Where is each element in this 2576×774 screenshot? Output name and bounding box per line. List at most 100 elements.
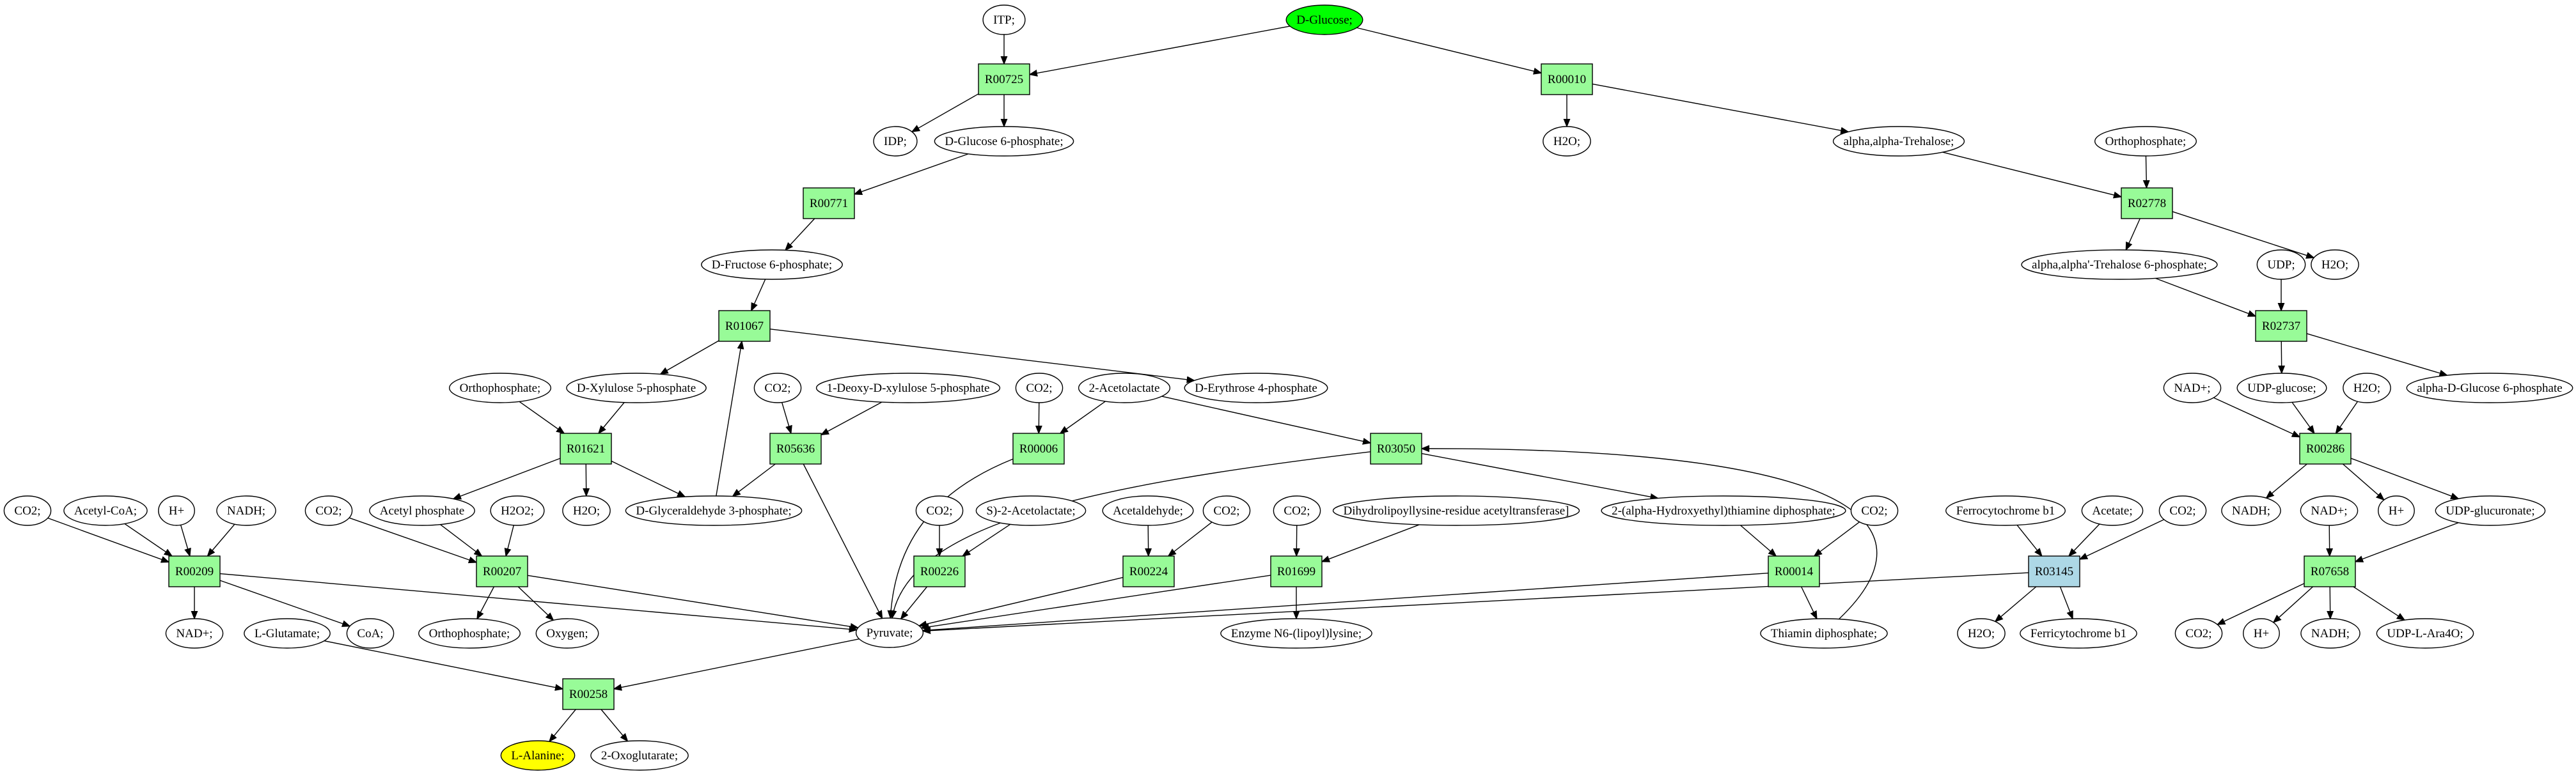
compound-ellipse[interactable] xyxy=(934,126,1074,157)
compound-node-udp-glucuronate[interactable]: UDP-glucuronate; xyxy=(2435,495,2546,526)
compound-node-h[interactable]: H+ xyxy=(2378,495,2415,526)
compound-node-co2[interactable]: CO2; xyxy=(1015,373,1064,403)
compound-node-enzyme-n6-lipoyl-lysine[interactable]: Enzyme N6-(lipoyl)lysine; xyxy=(1220,618,1372,649)
compound-node-d-glyceraldehyde-3-phosphate[interactable]: D-Glyceraldehyde 3-phosphate; xyxy=(625,495,803,526)
compound-node-h2o[interactable]: H2O; xyxy=(1543,126,1591,157)
reaction-box[interactable] xyxy=(476,555,528,587)
reaction-node-r00224[interactable]: R00224 xyxy=(1122,555,1175,587)
compound-ellipse[interactable] xyxy=(2094,126,2197,157)
compound-ellipse[interactable] xyxy=(158,495,195,526)
compound-node-coa[interactable]: CoA; xyxy=(346,618,395,649)
compound-ellipse[interactable] xyxy=(448,373,552,403)
reaction-box[interactable] xyxy=(1270,555,1323,587)
compound-node-co2[interactable]: CO2; xyxy=(2158,495,2207,526)
compound-ellipse[interactable] xyxy=(2020,618,2137,649)
reaction-node-r00010[interactable]: R00010 xyxy=(1541,63,1593,95)
compound-node-1-deoxy-d-xylulose-5-phosphate[interactable]: 1-Deoxy-D-xylulose 5-phosphate xyxy=(815,373,1001,403)
compound-ellipse[interactable] xyxy=(2376,618,2474,649)
compound-ellipse[interactable] xyxy=(2300,618,2360,649)
compound-ellipse[interactable] xyxy=(1078,373,1171,403)
compound-ellipse[interactable] xyxy=(1332,495,1580,526)
compound-node-acetate[interactable]: Acetate; xyxy=(2081,495,2144,526)
compound-ellipse[interactable] xyxy=(3,495,52,526)
compound-node-2-acetolactate[interactable]: 2-Acetolactate xyxy=(1078,373,1171,403)
reaction-box[interactable] xyxy=(1012,433,1065,465)
compound-node-udp[interactable]: UDP; xyxy=(2256,249,2306,280)
compound-ellipse[interactable] xyxy=(1601,495,1846,526)
compound-ellipse[interactable] xyxy=(2163,373,2222,403)
compound-node-thiamin-diphosphate[interactable]: Thiamin diphosphate; xyxy=(1760,618,1888,649)
reaction-box[interactable] xyxy=(2299,433,2352,465)
reaction-node-r02737[interactable]: R02737 xyxy=(2255,310,2307,342)
compound-ellipse[interactable] xyxy=(855,617,924,648)
reaction-box[interactable] xyxy=(718,310,771,342)
reaction-box[interactable] xyxy=(1370,433,1422,465)
compound-ellipse[interactable] xyxy=(2236,373,2327,403)
reaction-node-r00209[interactable]: R00209 xyxy=(168,555,221,587)
reaction-node-r01699[interactable]: R01699 xyxy=(1270,555,1323,587)
compound-ellipse[interactable] xyxy=(1850,495,1899,526)
compound-ellipse[interactable] xyxy=(2311,249,2359,280)
compound-node-h[interactable]: H+ xyxy=(158,495,195,526)
compound-node-pyruvate[interactable]: Pyruvate; xyxy=(855,617,924,648)
reaction-box[interactable] xyxy=(2028,555,2080,587)
reaction-box[interactable] xyxy=(978,63,1030,95)
reaction-box[interactable] xyxy=(1768,555,1820,587)
compound-node-nad[interactable]: NAD+; xyxy=(165,618,224,649)
compound-node-nad[interactable]: NAD+; xyxy=(2163,373,2222,403)
compound-ellipse[interactable] xyxy=(982,4,1026,35)
compound-node-orthophosphate[interactable]: Orthophosphate; xyxy=(2094,126,2197,157)
compound-ellipse[interactable] xyxy=(2243,618,2280,649)
compound-node-oxygen[interactable]: Oxygen; xyxy=(535,618,599,649)
compound-node-co2[interactable]: CO2; xyxy=(3,495,52,526)
reaction-node-r00006[interactable]: R00006 xyxy=(1012,433,1065,465)
reaction-node-r07658[interactable]: R07658 xyxy=(2304,555,2356,587)
compound-node-2-oxoglutarate[interactable]: 2-Oxoglutarate; xyxy=(590,740,689,771)
compound-ellipse[interactable] xyxy=(165,618,224,649)
compound-ellipse[interactable] xyxy=(2435,495,2546,526)
compound-ellipse[interactable] xyxy=(2378,495,2415,526)
reaction-node-r00014[interactable]: R00014 xyxy=(1768,555,1820,587)
reaction-node-r05636[interactable]: R05636 xyxy=(769,433,822,465)
compound-ellipse[interactable] xyxy=(1957,618,2006,649)
reaction-node-r00226[interactable]: R00226 xyxy=(913,555,966,587)
compound-ellipse[interactable] xyxy=(1184,373,1328,403)
compound-node-co2[interactable]: CO2; xyxy=(1273,495,1321,526)
compound-ellipse[interactable] xyxy=(915,495,964,526)
compound-node-co2[interactable]: CO2; xyxy=(304,495,353,526)
reaction-node-r00771[interactable]: R00771 xyxy=(803,187,855,219)
reaction-box[interactable] xyxy=(2121,187,2173,219)
compound-ellipse[interactable] xyxy=(1760,618,1888,649)
compound-node-nad[interactable]: NAD+; xyxy=(2300,495,2359,526)
compound-node-acetyl-phosphate[interactable]: Acetyl phosphate xyxy=(369,495,475,526)
compound-ellipse[interactable] xyxy=(535,618,599,649)
compound-ellipse[interactable] xyxy=(975,495,1087,526)
compound-ellipse[interactable] xyxy=(1543,126,1591,157)
reaction-box[interactable] xyxy=(803,187,855,219)
compound-node-d-fructose-6-phosphate[interactable]: D-Fructose 6-phosphate; xyxy=(701,249,843,280)
compound-ellipse[interactable] xyxy=(500,740,576,771)
compound-node-h2o[interactable]: H2O; xyxy=(2343,373,2391,403)
compound-ellipse[interactable] xyxy=(2158,495,2207,526)
compound-ellipse[interactable] xyxy=(1015,373,1064,403)
compound-node-h2o[interactable]: H2O; xyxy=(562,495,611,526)
compound-node-acetyl-coa[interactable]: Acetyl-CoA; xyxy=(63,495,148,526)
compound-node-2-alpha-hydroxyethyl-thiamine-diphosphate[interactable]: 2-(alpha-Hydroxyethyl)thiamine diphospha… xyxy=(1601,495,1846,526)
compound-node-co2[interactable]: CO2; xyxy=(1850,495,1899,526)
compound-ellipse[interactable] xyxy=(562,495,611,526)
compound-ellipse[interactable] xyxy=(753,373,802,403)
compound-node-d-xylulose-5-phosphate[interactable]: D-Xylulose 5-phosphate xyxy=(566,373,707,403)
reaction-node-r03145[interactable]: R03145 xyxy=(2028,555,2080,587)
compound-node-d-glucose-6-phosphate[interactable]: D-Glucose 6-phosphate; xyxy=(934,126,1074,157)
compound-node-nadh[interactable]: NADH; xyxy=(216,495,276,526)
reaction-node-r00286[interactable]: R00286 xyxy=(2299,433,2352,465)
compound-node-co2[interactable]: CO2; xyxy=(753,373,802,403)
compound-node-udp-glucose[interactable]: UDP-glucose; xyxy=(2236,373,2327,403)
reaction-box[interactable] xyxy=(2304,555,2356,587)
compound-ellipse[interactable] xyxy=(1273,495,1321,526)
compound-node-nadh[interactable]: NADH; xyxy=(2221,495,2281,526)
compound-node-alpha-alpha-trehalose[interactable]: alpha,alpha-Trehalose; xyxy=(1832,126,1965,157)
compound-node-orthophosphate[interactable]: Orthophosphate; xyxy=(448,373,552,403)
compound-ellipse[interactable] xyxy=(346,618,395,649)
compound-ellipse[interactable] xyxy=(2343,373,2391,403)
